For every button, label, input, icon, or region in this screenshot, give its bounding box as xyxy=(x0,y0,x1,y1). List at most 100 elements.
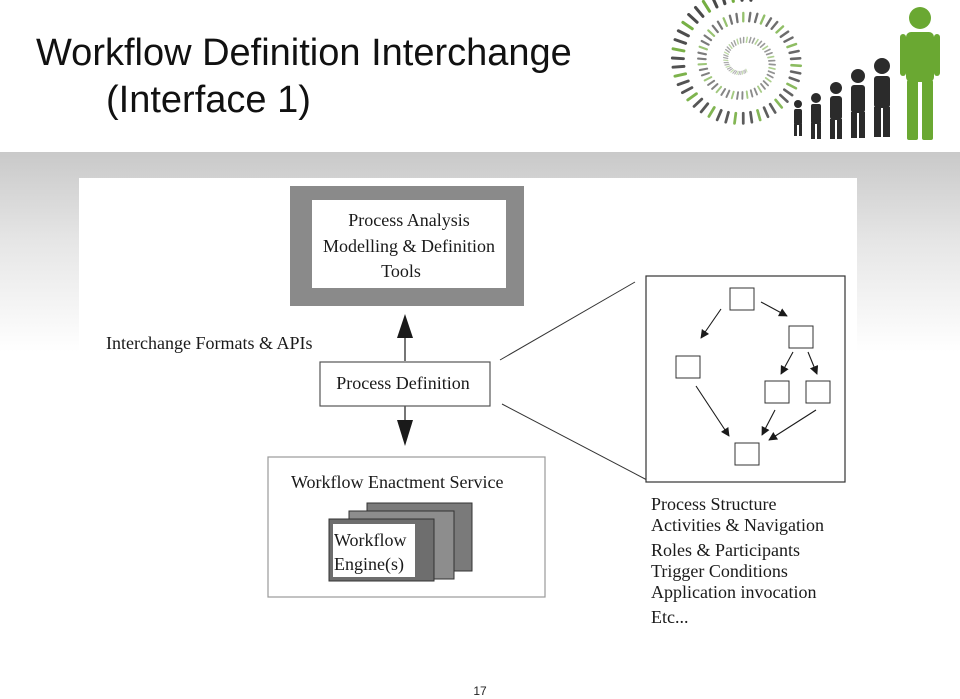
spiral-figure xyxy=(739,37,742,44)
spiral-figure xyxy=(762,80,770,87)
process-definition-box: Process Definition xyxy=(319,361,491,407)
spiral-figure xyxy=(736,38,739,45)
spiral-figure xyxy=(775,25,785,34)
title-line-1: Workflow Definition Interchange xyxy=(36,32,572,74)
spiral-figure xyxy=(789,70,802,75)
spiral-figure xyxy=(740,70,742,76)
spiral-figure xyxy=(767,70,776,75)
spiral-figure xyxy=(703,34,713,42)
spiral-figure xyxy=(722,17,728,27)
people-figures-icon xyxy=(794,7,940,140)
spiral-figure xyxy=(715,85,723,94)
spiral-figure xyxy=(687,13,699,24)
spiral-figure xyxy=(716,20,724,30)
spiral-figure xyxy=(703,76,713,82)
spiral-figure xyxy=(711,24,719,34)
process-definition-label: Process Definition xyxy=(336,373,469,393)
spiral-figure xyxy=(670,56,685,61)
spiral-figure xyxy=(731,0,735,3)
list-item: Activities & Navigation xyxy=(651,515,824,535)
activity-node xyxy=(764,380,790,404)
diagram-canvas: Process Analysis Modelling & Definition … xyxy=(106,186,846,627)
flow-arrow-icon xyxy=(807,351,819,375)
spiral-figure xyxy=(762,106,770,119)
spiral-figure xyxy=(783,36,794,43)
activity-node xyxy=(788,325,814,349)
spiral-figure xyxy=(723,54,729,58)
arrow-up-icon xyxy=(397,314,413,361)
structure-list: Process Structure Activities & Navigatio… xyxy=(651,494,824,627)
spiral-figure xyxy=(730,90,735,100)
spiral-figure xyxy=(693,5,705,18)
process-structure-box xyxy=(645,275,846,483)
spiral-figure xyxy=(725,48,730,53)
spiral-figure xyxy=(732,69,736,74)
spiral-figure xyxy=(789,57,802,61)
spiral-figure xyxy=(728,14,734,25)
list-item: Trigger Conditions xyxy=(651,561,788,581)
spiral-figure xyxy=(745,68,748,73)
workflow-diagram: Process Analysis Modelling & Definition … xyxy=(79,178,857,648)
spiral-figure xyxy=(725,89,731,98)
spiral-figure xyxy=(736,91,740,100)
spiral-figure xyxy=(697,51,707,56)
spiral-figure xyxy=(745,90,749,99)
flow-arrow-icon xyxy=(780,351,794,375)
page-number: 17 xyxy=(473,684,487,698)
title-line-2: (Interface 1) xyxy=(106,79,311,121)
tools-box: Process Analysis Modelling & Definition … xyxy=(290,186,524,306)
spiral-figure xyxy=(768,63,776,66)
spiral-figure xyxy=(770,20,779,30)
spiral-figure xyxy=(738,70,741,76)
spiral-figure xyxy=(735,12,739,24)
flow-arrow-icon xyxy=(760,301,788,317)
enactment-service-box: Workflow Enactment Service Workflow Engi… xyxy=(267,456,546,598)
spiral-figure xyxy=(730,69,735,73)
spiral-figure xyxy=(749,110,754,124)
spiral-figure xyxy=(698,67,709,72)
people-spiral-logo xyxy=(670,0,940,140)
spiral-figure xyxy=(788,76,800,83)
activity-node xyxy=(805,380,831,404)
spiral-figure xyxy=(711,83,719,90)
zoom-line-bottom xyxy=(501,403,648,481)
interchange-label: Interchange Formats & APIs xyxy=(106,333,312,353)
spiral-figure xyxy=(701,0,712,13)
activity-node xyxy=(734,442,760,466)
tools-line-1: Process Analysis xyxy=(348,210,470,230)
flow-arrow-icon xyxy=(700,308,722,339)
spiral-figure xyxy=(722,0,727,6)
spiral-figure xyxy=(759,14,766,25)
spiral-figure xyxy=(676,29,690,38)
spiral-figure xyxy=(730,41,735,48)
spiral-figure xyxy=(790,63,803,68)
spiral-figure xyxy=(786,42,798,49)
spiral-figure xyxy=(765,52,773,56)
spiral-figure xyxy=(728,68,733,72)
spiral-figure xyxy=(762,45,769,51)
list-item: Roles & Participants xyxy=(651,540,800,560)
spiral-figure xyxy=(686,92,698,102)
spiral-figure xyxy=(779,30,790,39)
spiral-figure xyxy=(765,17,773,27)
spiral-figure xyxy=(748,36,752,44)
spiral-figure xyxy=(712,0,719,9)
spiral-figure xyxy=(726,46,732,51)
spiral-figure xyxy=(671,47,686,53)
spiral-figure xyxy=(726,66,732,70)
flow-arrow-icon xyxy=(768,409,817,441)
zoom-line-top xyxy=(499,281,636,361)
engine-line-2: Engine(s) xyxy=(334,554,404,575)
spiral-figure xyxy=(671,64,686,69)
engine-stack xyxy=(328,502,473,582)
spiral-figure xyxy=(768,102,777,114)
spiral-figure xyxy=(681,20,694,31)
tools-line-3: Tools xyxy=(381,261,421,281)
spiral-figure xyxy=(759,42,766,48)
spiral-figure xyxy=(768,66,776,70)
activity-node xyxy=(675,355,701,379)
spiral-figure xyxy=(767,55,775,59)
spiral-figure xyxy=(707,29,716,37)
spiral-figure xyxy=(774,98,784,109)
spiral-figure xyxy=(745,36,748,44)
